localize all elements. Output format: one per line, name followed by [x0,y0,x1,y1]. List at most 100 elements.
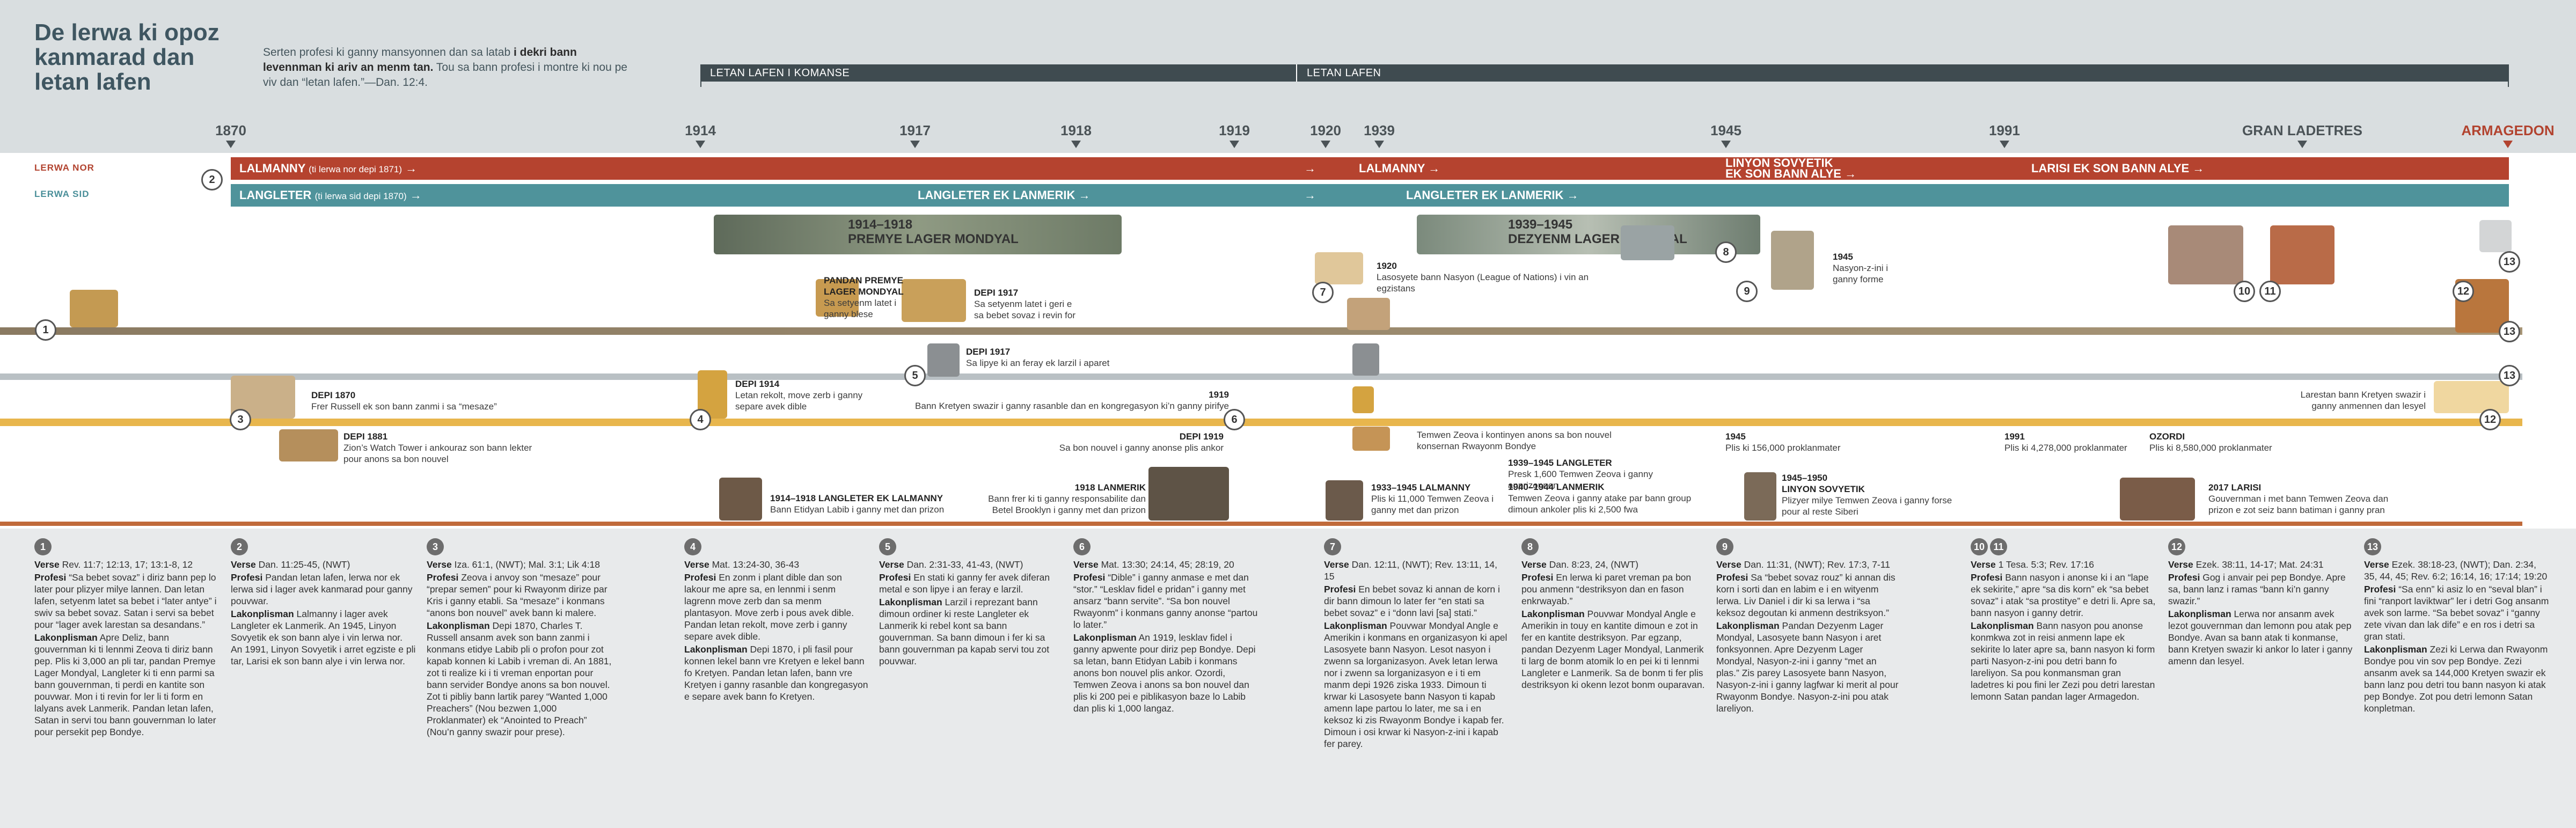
lane-north-germany-2: LALMANNY → [1359,162,1440,175]
column-verse: Verse Dan. 2:31-33, 41-43, (NWT) [879,559,1064,570]
badge-4[interactable]: 4 [690,409,711,430]
year-label: 1914 [685,122,716,138]
column-number: 8 [1521,538,1707,559]
fulfillment-text: Zezi ki Lerwa dan Rwayonm Bondye pou vin… [2364,644,2548,714]
verse-text: Ezek. 38:18-23, (NWT); Dan. 2:34, 35, 44… [2364,559,2548,582]
year-marker [910,141,920,148]
prophecy-label: Profesi [2168,572,2200,583]
fulfillment-label: Lakonplisman [1521,609,1585,619]
siberia-illustration [1744,472,1776,521]
fulfillment-label: Lakonplisman [231,609,294,619]
column-prophecy: Profesi “Sa bebet sovaz” i diriz bann pe… [34,571,219,631]
column-fulfillment: Lakonplisman Apre Deliz, bann gouvernman… [34,632,219,738]
caption-1914-title: DEPI 1914 [735,379,780,389]
badge-8[interactable]: 8 [1715,241,1737,263]
badge-5[interactable]: 5 [904,365,926,386]
lane-north-russia-text: LARISI EK SON BANN ALYE [2031,162,2190,175]
badge-13a[interactable]: 13 [2499,251,2520,273]
caption-1919-title: 1919 [1209,390,1229,400]
caption-1950-subtitle: LINYON SOVYETIK [1782,484,1865,494]
prophecy-text: Zeova i anvoy son “mesaze” pour “prepar … [427,572,608,618]
lane-north-arrow: → [1304,162,1316,175]
page-title: De lerwa ki opoz kanmarad dan letan lafe… [34,19,219,95]
prophecy-text: En bebet sovaz ki annan de korn i dir ba… [1324,584,1500,618]
badge-6[interactable]: 6 [1224,409,1245,430]
badge-11[interactable]: 11 [2259,281,2281,302]
fulfillment-text: Lerwa nor ansanm avek lezot gouvernman d… [2168,609,2353,666]
caption-1945p-title: 1945 [1725,431,1746,442]
ww1-title: 1914–1918 PREMYE LAGER MONDYAL [848,217,1019,246]
fulfillment-text: Depi 1870, Charles T. Russell ansanm ave… [427,620,612,737]
year-label: 1991 [1989,122,2020,138]
badge-7[interactable]: 7 [1312,282,1334,303]
caption-1917a-text: Sa setyenm latet i geri e sa bebet sovaz… [974,299,1075,320]
verse-text: Mat. 13:24-30, 36-43 [712,559,800,570]
two-horn-beast-illustration [1347,298,1390,330]
prophecy-label: Profesi [2364,584,2396,595]
caption-1945p-text: Plis ki 156,000 proklanmater [1725,443,1841,453]
badge-9[interactable]: 9 [1736,281,1758,302]
badge-13b[interactable]: 13 [2499,321,2520,342]
column-number-badge: 9 [1716,538,1733,555]
badge-13c[interactable]: 13 [2499,365,2520,386]
verse-label: Verse [1971,559,1996,570]
caption-panther-text: Sa setyenm latet i ganny blese [824,298,897,319]
column-fulfillment: Lakonplisman Pouvwar Mondyal Angle e Ame… [1521,608,1707,691]
column-verse: Verse Ezek. 38:18-23, (NWT); Dan. 2:34, … [2364,559,2549,582]
column-fulfillment: Lakonplisman Lerwa nor ansanm avek lezot… [2168,608,2353,667]
lane-north-russia: LARISI EK SON BANN ALYE → [2031,162,2205,175]
caption-1914ger-text: Bann Etidyan Labib i ganny met dan prizo… [770,504,945,515]
verse-text: Dan. 12:11, (NWT); Rev. 13:11, 14, 15 [1324,559,1497,582]
column-verse: Verse Mat. 13:30; 24:14, 45; 28:19, 20 [1073,559,1258,570]
badge-3[interactable]: 3 [230,409,251,430]
fulfillment-text: Lalmanny i lager avek Langleter ek Lanme… [231,609,416,666]
fulfillment-text: Pouvwar Mondyal Angle e Amerikin i konma… [1324,620,1507,749]
year-marker [1230,141,1239,148]
verse-text: Dan. 8:23, 24, (NWT) [1549,559,1638,570]
fulfillment-label: Lakonplisman [684,644,748,655]
column-prophecy: Profesi Zeova i anvoy son “mesaze” pour … [427,571,612,619]
column-verse: Verse Dan. 8:23, 24, (NWT) [1521,559,1707,570]
fulfillment-text: Depi 1870, i pli fasil pour konnen lekel… [684,644,868,702]
false-religion-destroyed-illustration [2270,225,2334,284]
verse-label: Verse [34,559,60,570]
badge-2[interactable]: 2 [201,169,223,190]
lane-north-soviet-b: EK SON BANN ALYE [1725,167,1841,180]
column-prophecy: Profesi Gog i anvair pei pep Bondye. Apr… [2168,571,2353,607]
year-marker [1321,141,1330,148]
badge-1[interactable]: 1 [35,319,56,341]
ww2-illustration [1417,215,1760,254]
year-label: 1918 [1060,122,1092,138]
prophecy-label: Profesi [1971,572,2003,583]
ww2-explosion-illustration [1621,225,1674,260]
column-verse: Verse Mat. 13:24-30, 36-43 [684,559,869,570]
caption-1939-title: 1939–1945 LANGLETER [1508,458,1612,468]
watch-tower-magazine-illustration [279,429,338,461]
column-number: 4 [684,538,869,559]
intro-text: Serten profesi ki ganny mansyonnen dan s… [263,45,628,90]
column-fulfillment: Lakonplisman Bann nasyon pou anonse konm… [1971,620,2156,702]
caption-1870-text: Frer Russell ek son bann zanmi i sa “mes… [311,401,497,412]
fulfillment-label: Lakonplisman [1971,620,2034,631]
caption-1917b-title: DEPI 1917 [966,347,1011,357]
year-marker [226,141,236,148]
year-label: 1919 [1219,122,1250,138]
caption-1920-text: Lasosyete bann Nasyon (League of Nations… [1377,272,1589,294]
fulfillment-text: Pandan Dezyenm Lager Mondyal, Lasosyete … [1716,620,1899,714]
badge-10[interactable]: 10 [2234,281,2255,302]
badge-12b[interactable]: 12 [2479,409,2501,430]
caption-1945un-title: 1945 [1833,252,1853,262]
fulfillment-text: Apre Deliz, bann gouvernman ki ti lennmi… [34,632,216,737]
lane-south-bar: LANGLETER (ti lerwa sid depi 1870) → LAN… [231,184,2509,207]
footer-columns [0,529,2576,828]
column-prophecy: Profesi “Dible” i ganny anmase e met dan… [1073,571,1258,631]
badge-12a[interactable]: 12 [2453,281,2474,302]
caption-2017-title: 2017 LARISI [2208,482,2262,493]
column-number: 9 [1716,538,1901,559]
